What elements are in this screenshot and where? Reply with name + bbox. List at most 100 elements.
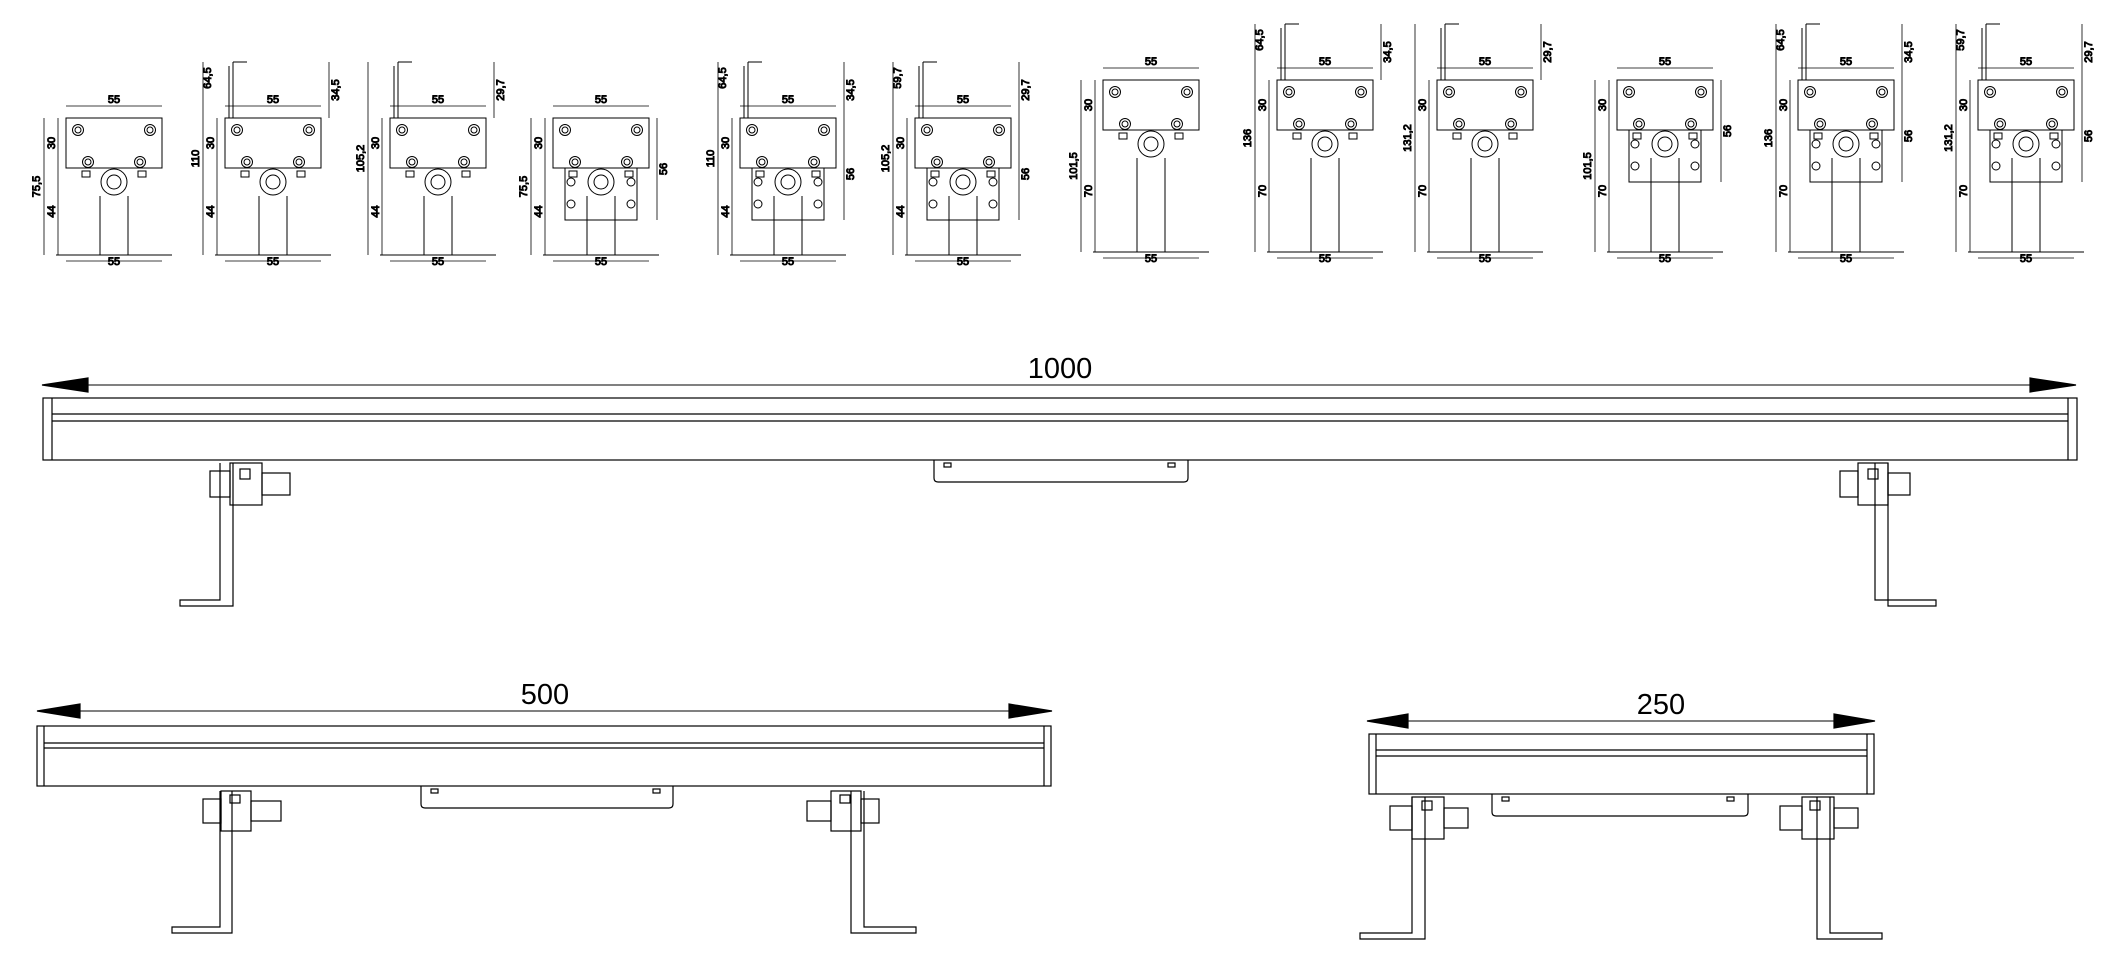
screw-inner [1445, 88, 1453, 96]
dim-top-width: 55 [595, 94, 607, 106]
screw-icon [1685, 118, 1697, 130]
dim-top-width: 55 [1479, 56, 1491, 68]
mount-plate [1628, 129, 1702, 183]
dim-overall-height: 105,2 [355, 145, 367, 173]
screw-inner [136, 158, 144, 166]
screw-icon [1871, 161, 1881, 171]
housing-body [389, 117, 487, 169]
driver-clip [943, 462, 952, 468]
screw-inner [295, 158, 303, 166]
screw-inner [74, 126, 82, 134]
pivot-icon [774, 168, 802, 196]
screw-inner [933, 158, 941, 166]
screw-icon [1119, 118, 1131, 130]
pivot-inner [1657, 136, 1673, 152]
screw-icon [928, 199, 938, 209]
screw-inner [2058, 88, 2066, 96]
mount-plate [1989, 129, 2063, 183]
dim-bracket-height: 70 [1958, 185, 1970, 197]
clip [1348, 132, 1358, 140]
dim-side-height: 29,7 [1020, 79, 1032, 100]
screw-inner [1687, 120, 1695, 128]
clip [1632, 132, 1642, 140]
screw-inner [561, 126, 569, 134]
clip [1993, 132, 2003, 140]
screw-icon [808, 156, 820, 168]
dim-top-width: 55 [1319, 56, 1331, 68]
clip [81, 170, 91, 178]
screw-icon [756, 156, 768, 168]
pivot-icon [1651, 130, 1679, 158]
dim-overall-height: 75,5 [518, 176, 530, 197]
screw-inner [1285, 88, 1293, 96]
dim-bottom-width: 55 [1145, 253, 1157, 265]
dim-side-height: 29,7 [495, 79, 507, 100]
pivot-inner [1838, 136, 1854, 152]
screw-icon [1866, 118, 1878, 130]
screw-icon [626, 177, 636, 187]
dim-top-width: 55 [1145, 56, 1157, 68]
arm [918, 62, 924, 118]
screw-inner [1121, 120, 1129, 128]
screw-icon [2051, 139, 2061, 149]
screw-inner [748, 126, 756, 134]
dim-overall-height: 110 [705, 150, 717, 168]
dim-arm-height: 59,7 [1955, 29, 1967, 50]
clip [986, 170, 996, 178]
clip [1688, 132, 1698, 140]
screw-inner [305, 126, 313, 134]
screw-icon [468, 124, 480, 136]
dim-top-width: 55 [957, 94, 969, 106]
mount-bracket [806, 790, 917, 934]
screw-icon [1811, 139, 1821, 149]
screw-inner [470, 126, 478, 134]
screw-icon [241, 156, 253, 168]
dim-bottom-width: 55 [1840, 253, 1852, 265]
screw-inner [460, 158, 468, 166]
dim-body-height: 30 [1417, 99, 1429, 111]
screw-icon [134, 156, 146, 168]
screw-inner [571, 158, 579, 166]
clip [2049, 132, 2059, 140]
clip [1869, 132, 1879, 140]
screw-inner [1635, 120, 1643, 128]
bar-250-view: 250 [1359, 689, 1883, 940]
clip [568, 170, 578, 178]
screw-inner [1878, 88, 1886, 96]
dim-bottom-width: 55 [2020, 253, 2032, 265]
mount-plate [564, 167, 638, 221]
screw-icon [921, 124, 933, 136]
dim-arm-height: 59,7 [892, 67, 904, 88]
dim-overall-height: 136 [1242, 129, 1254, 147]
screw-inner [923, 126, 931, 134]
screw-icon [1695, 86, 1707, 98]
pivot-icon [1137, 130, 1165, 158]
pivot-icon [100, 168, 128, 196]
clip [1174, 132, 1184, 140]
dim-bracket-height: 70 [1778, 185, 1790, 197]
dim-overall-height: 75,5 [31, 176, 43, 197]
screw-icon [396, 124, 408, 136]
pivot-icon [1832, 130, 1860, 158]
bar-body [42, 397, 2078, 461]
screw-icon [1623, 86, 1635, 98]
dim-side-height: 56 [658, 163, 670, 175]
driver-clip [1726, 796, 1735, 802]
dim-bracket-height: 70 [1597, 185, 1609, 197]
dim-body-height: 30 [720, 137, 732, 149]
clip [1452, 132, 1462, 140]
dim-overall-height: 131,2 [1943, 124, 1955, 152]
arrow-left [36, 703, 81, 719]
pivot-icon [1471, 130, 1499, 158]
bar-body [1368, 733, 1875, 795]
screw-icon [988, 199, 998, 209]
dim-bracket-height: 44 [895, 205, 907, 217]
screw-icon [983, 156, 995, 168]
